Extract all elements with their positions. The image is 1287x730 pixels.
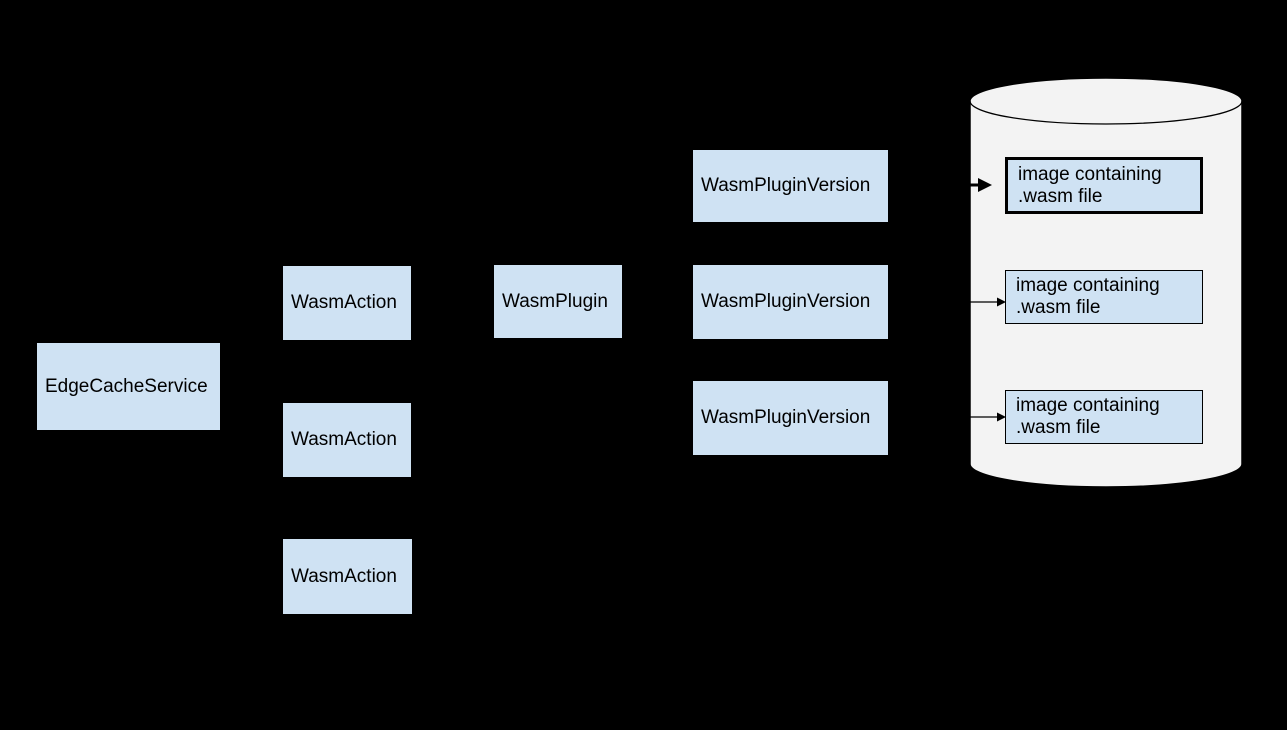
wasm-action-3-label: WasmAction: [291, 565, 397, 587]
arrowhead-thin: [997, 297, 1006, 307]
wasm-plugin-label: WasmPlugin: [502, 290, 608, 312]
registry-image-1-label: image containing .wasm file: [1018, 163, 1162, 207]
node-wasm-action-2: WasmAction: [283, 403, 411, 477]
arrow-version2-image2: [888, 297, 1006, 307]
node-wasm-plugin-version-2: WasmPluginVersion: [693, 265, 888, 339]
registry-image-2-label: image containing .wasm file: [1016, 275, 1160, 318]
registry-image-box-1: image containing .wasm file: [1005, 157, 1203, 214]
arrowhead-thin: [997, 412, 1006, 422]
connector-wasmaction-2-plugin: [410, 303, 495, 441]
edge-cache-service-label: EdgeCacheService: [45, 375, 208, 397]
registry-image-3-label: image containing .wasm file: [1016, 395, 1160, 438]
wasm-plugin-version-2-label: WasmPluginVersion: [701, 291, 871, 312]
arrow-version1-image1: [888, 178, 992, 192]
node-wasm-plugin-version-3: WasmPluginVersion: [693, 381, 888, 455]
wasm-plugin-version-3-label: WasmPluginVersion: [701, 407, 871, 428]
connector-plugin-version-1: [621, 185, 694, 302]
connector-ecs-wasmaction-3: [219, 385, 284, 577]
connector-ecs-wasmaction-1: [219, 302, 284, 387]
arrowhead-thick: [978, 178, 992, 192]
connector-wasmaction-1-plugin: [410, 300, 495, 304]
wasm-plugin-version-1-label: WasmPluginVersion: [701, 175, 871, 196]
wasm-action-1-label: WasmAction: [291, 292, 397, 313]
arrow-version3-image3: [888, 412, 1006, 422]
node-wasm-plugin-version-1: WasmPluginVersion: [693, 150, 888, 222]
node-edge-cache-service: EdgeCacheService: [37, 343, 220, 430]
connector-wasmaction-3-plugin: [410, 307, 495, 577]
node-wasm-action-3: WasmAction: [283, 539, 412, 614]
node-wasm-plugin: WasmPlugin: [494, 265, 622, 338]
node-wasm-action-1: WasmAction: [283, 266, 411, 340]
registry-image-box-2: image containing .wasm file: [1005, 270, 1203, 324]
connector-ecs-wasmaction-2: [219, 385, 284, 441]
cylinder-rim: [969, 100, 1243, 125]
connector-plugin-version-3: [621, 303, 694, 419]
wasm-action-2-label: WasmAction: [291, 429, 397, 450]
registry-image-box-3: image containing .wasm file: [1005, 390, 1203, 444]
